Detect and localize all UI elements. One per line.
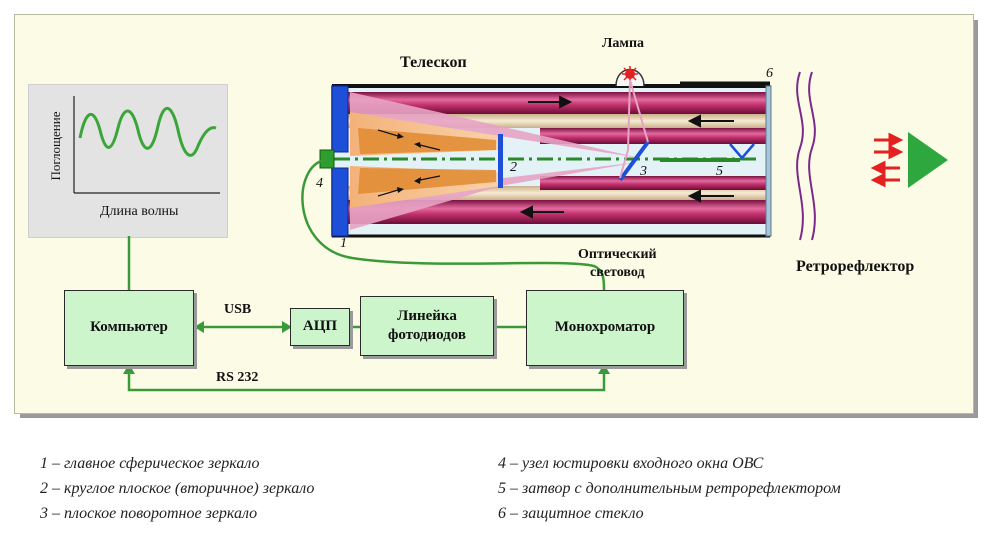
- connections: [127, 158, 606, 392]
- shutter: [660, 143, 755, 162]
- fiber-label: Оптический световод: [578, 247, 657, 280]
- graph-xlabel: Длина волны: [100, 204, 179, 219]
- photodiodes-block: Линейка фотодиодов: [360, 296, 494, 356]
- number-6: 6: [766, 66, 773, 81]
- number-3: 3: [640, 164, 647, 179]
- protective-glass: [765, 85, 772, 237]
- number-2: 2: [510, 160, 517, 175]
- legend-item-1: 1 – главное сферическое зеркало: [40, 455, 260, 472]
- adc-block: АЦП: [290, 308, 350, 346]
- legend-item-2: 2 – круглое плоское (вторичное) зеркало: [40, 480, 315, 497]
- red-arrows: [870, 132, 904, 188]
- legend-item-3: 3 – плоское поворотное зеркало: [40, 505, 258, 522]
- graph-axes: [73, 96, 220, 194]
- absorption-curve: [78, 107, 217, 157]
- beam-arrows: [377, 95, 734, 219]
- usb-label: USB: [224, 302, 252, 317]
- telescope-label: Телескоп: [400, 54, 467, 71]
- lamp-label: Лампа: [602, 36, 645, 51]
- atmosphere-waves: [796, 71, 816, 241]
- rs232-label: RS 232: [216, 370, 259, 385]
- retroreflector-label: Ретрорефлектор: [796, 258, 915, 275]
- secondary-mirror: [498, 134, 503, 188]
- monochromator-block: Монохроматор: [526, 290, 684, 366]
- fiber-node: [319, 149, 335, 169]
- legend-item-4: 4 – узел юстировки входного окна ОВС: [498, 455, 764, 472]
- number-1: 1: [340, 236, 347, 251]
- turning-mirror: [618, 140, 650, 182]
- computer-block: Компьютер: [64, 290, 194, 366]
- legend-item-6: 6 – защитное стекло: [498, 505, 644, 522]
- number-5: 5: [716, 164, 723, 179]
- graph-ylabel: Поглощение: [48, 111, 63, 181]
- primary-mirror: [331, 85, 349, 237]
- lamp: [615, 66, 649, 179]
- retroreflector-icon: [908, 132, 948, 188]
- legend-item-5: 5 – затвор с дополнительным ретрорефлект…: [498, 480, 841, 497]
- connection-arrowheads: [123, 321, 610, 374]
- number-4: 4: [316, 176, 323, 191]
